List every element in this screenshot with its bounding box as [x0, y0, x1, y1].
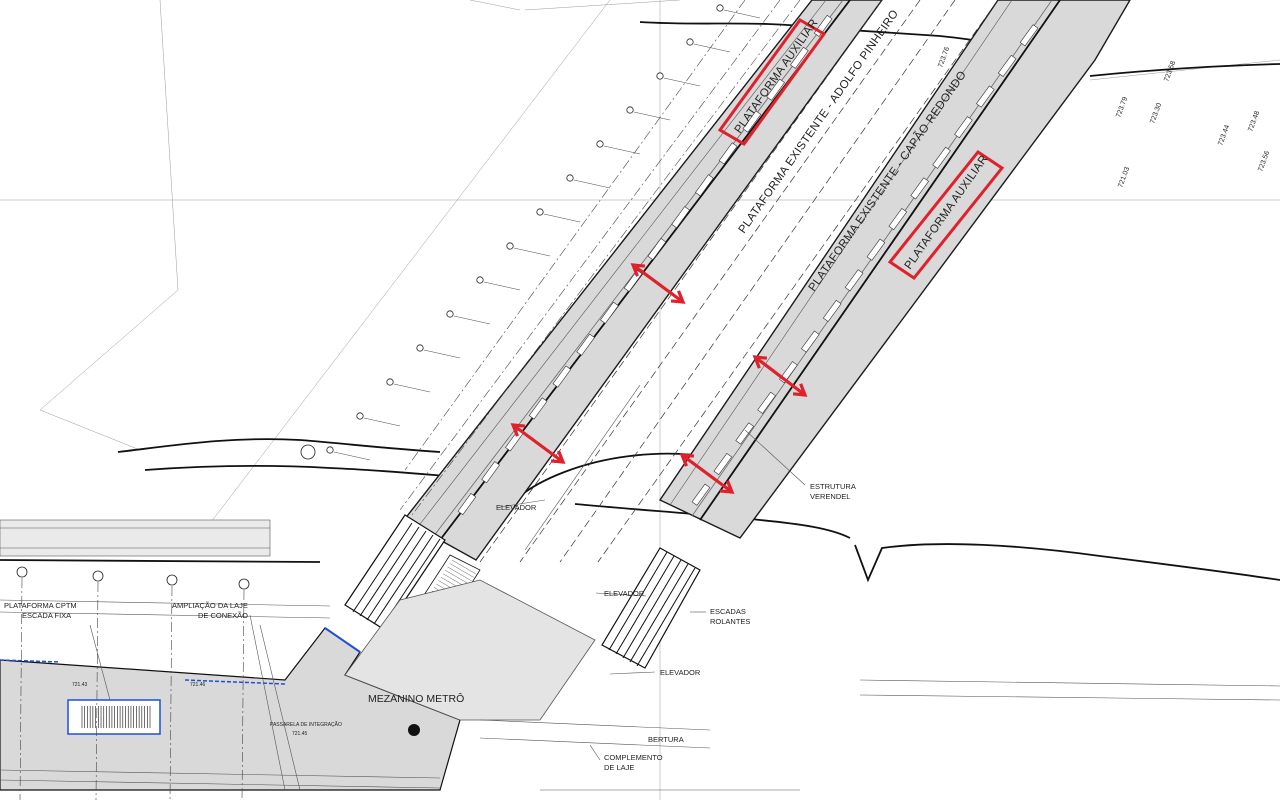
platform-door [695, 174, 714, 197]
alignment-markers [300, 4, 761, 461]
platform-door [457, 492, 477, 516]
label-verendel: VERENDEL [810, 492, 850, 501]
platform-door [757, 391, 776, 414]
label-plataforma-cptm: PLATAFORMA CPTM [4, 601, 77, 610]
alignment-marker [506, 242, 514, 250]
platform-door [647, 237, 667, 261]
platform-door [671, 206, 690, 229]
survey-marker [300, 444, 316, 460]
elev-2: 723.79 [1115, 96, 1129, 119]
platform-door [888, 207, 908, 231]
cptm-strip [0, 519, 1280, 791]
platform-door [997, 54, 1017, 78]
platform-capao-redondo [658, 0, 1131, 539]
platform-door [691, 483, 711, 506]
alignment-marker [356, 412, 364, 420]
alignment-marker [326, 446, 334, 454]
column-markers-left [399, 0, 801, 516]
alignment-marker [386, 378, 394, 386]
platform-door [866, 238, 886, 261]
platform-door [766, 78, 785, 101]
double-arrow [752, 355, 808, 397]
label-escada-fixa: ESCADA FIXA [22, 611, 71, 620]
platform-door [790, 46, 809, 69]
label-cobertura: BERTURA [648, 735, 684, 744]
double-arrow [630, 263, 686, 304]
platform-door [718, 142, 738, 165]
alignment-marker [596, 140, 604, 148]
platform-door [576, 333, 595, 356]
highlight-box-plat-aux-2 [887, 149, 1005, 281]
leader-lines [89, 429, 806, 791]
platform-door [976, 85, 995, 108]
platform-door [713, 452, 733, 476]
platform-door [742, 110, 762, 133]
mezzanine-slab [0, 579, 596, 791]
label-elevador-3: ELEVADOR [660, 668, 701, 677]
alignment-marker [536, 208, 544, 216]
alignment-marker [626, 106, 634, 114]
platform-door [954, 116, 973, 139]
platform-door [552, 365, 572, 388]
platform-door [481, 461, 500, 484]
alignment-marker [656, 72, 664, 80]
label-ampliacao: AMPLIAÇÃO DA LAJE [172, 601, 248, 610]
label-elevador-1: ELEVADOR [496, 503, 537, 512]
elev-m2: 721.45 [292, 731, 308, 737]
label-elevador-2: ELEVADOR [604, 589, 645, 598]
label-passarela: PASSARELA DE INTEGRAÇÃO [270, 721, 342, 728]
label-mezanino: MEZANINO METRÔ [368, 692, 464, 705]
platform-door [932, 146, 951, 169]
double-arrow [679, 453, 735, 494]
alignment-marker [686, 38, 694, 46]
label-rolantes: ROLANTES [710, 617, 750, 626]
platform-door [735, 422, 754, 445]
highlight-box-plat-aux-1 [717, 18, 827, 146]
label-escadas: ESCADAS [710, 607, 746, 616]
elev-8: 723.56 [1257, 150, 1271, 173]
platform-details [457, 14, 1039, 516]
elev-3: 723.30 [1149, 102, 1163, 125]
platform-door [1019, 24, 1039, 47]
cptm-column-grid [16, 566, 250, 800]
highlight-arrows [510, 263, 808, 494]
highlight-boxes [717, 18, 1005, 281]
track-bed [479, 0, 999, 563]
elev-5: 723.48 [1247, 110, 1261, 133]
label-complemento: COMPLEMENTO [604, 753, 663, 762]
elev-7: 723.76 [937, 46, 951, 69]
platform-door [822, 299, 842, 323]
alignment-marker [476, 276, 484, 284]
elev-m3: 721.46 [190, 682, 206, 688]
label-de-laje: DE LAJE [604, 763, 634, 772]
platform-door [600, 301, 619, 324]
platform-door [528, 397, 548, 420]
platform-door [801, 330, 820, 353]
double-arrow [510, 423, 566, 464]
label-de-conexao: DE CONEXÃO [198, 611, 248, 620]
platform-door [844, 269, 864, 292]
alignment-marker [446, 310, 454, 318]
platform-door [910, 177, 929, 200]
alignment-marker [416, 344, 424, 352]
alignment-marker [716, 4, 724, 12]
elev-6: 721.03 [1117, 166, 1131, 189]
label-estrutura: ESTRUTURA [810, 482, 856, 491]
elev-m1: 721.43 [72, 682, 88, 688]
alignment-marker [566, 174, 574, 182]
elev-1: 723.58 [1163, 60, 1177, 83]
elev-4: 723.44 [1217, 124, 1231, 147]
